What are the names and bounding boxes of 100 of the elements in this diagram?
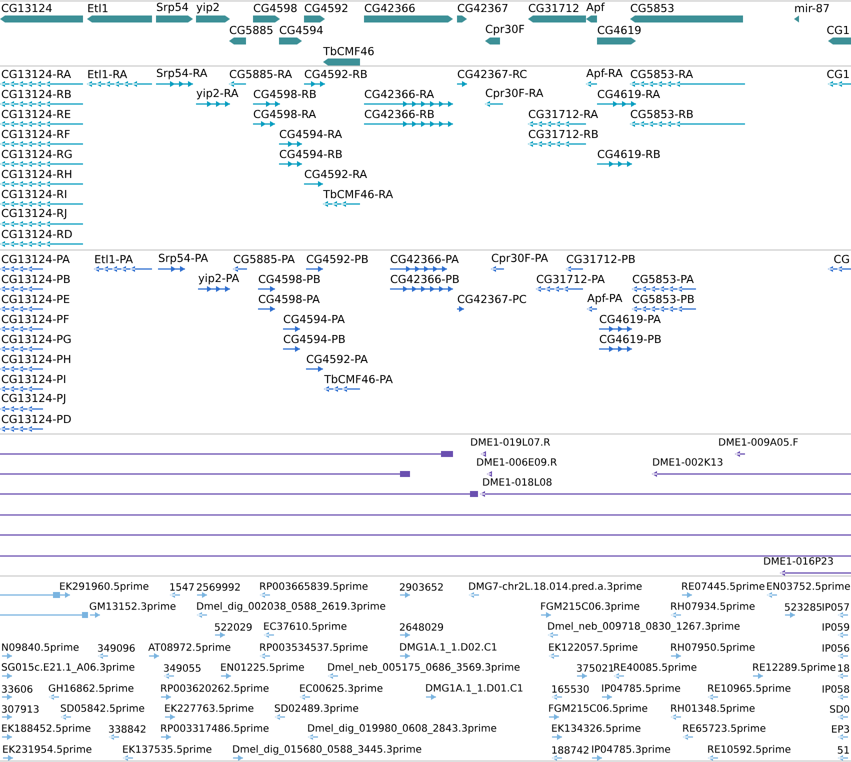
feature-label: 522029 [214,623,252,631]
feature-label: CG4594 [280,26,323,34]
feature-label: EK122057.5prime [549,643,638,653]
feature-label: Srp54-PA [158,254,208,264]
feature-label: DMG7-chr2L.18.014.pred.a.3prime [469,582,642,592]
feature-label: CG5853-PA [632,274,694,284]
feature-label: EN01225.5prime [221,663,304,673]
feature-label: CG13124-PG [2,334,71,344]
feature-label: CG13124-RA [2,70,71,78]
feature-label: CG13124-PH [2,354,70,364]
feature-label: DME1-019L07.R [471,438,550,446]
feature-label: CG42367-RC [458,70,527,78]
feature-label: EK134326.5prime [552,724,640,734]
feature-label: CG13124-RJ [2,208,66,220]
feature-label: SG015c.E21.1_A06.3prime [2,663,134,673]
feature-label: CG4598-PB [258,274,320,284]
feature-label: Dmel_neb_005175_0686_3569.3prime [328,663,520,673]
feature-label: CG4598 [254,4,297,12]
feature-label: CG42367-PC [458,294,526,304]
feature-label: RH07934.5prime [671,602,755,612]
feature-label: RE40085.5prime [614,663,696,673]
feature-label: AT08972.5prime [148,643,230,653]
feature-label: 2903652 [400,583,443,591]
feature-label: 307913 [2,705,39,713]
feature-label: CG4594-PA [284,314,345,324]
feature-label: DME1-018L08 [483,478,552,486]
feature-label: CG4619-RB [598,150,660,158]
feature-label: mir-87 [795,4,829,12]
feature-label: 375021 [576,664,614,672]
feature-label: EK188452.5prime [2,724,90,734]
feature-label: IP056 [822,644,850,652]
feature-label: 349055 [164,664,200,672]
feature-label: DMG1A.1_1.D01.C1 [426,684,522,694]
feature-label: RP003665839.5prime [260,582,368,592]
feature-label: CG13124-PA [2,254,70,264]
feature-label: CG13124-PJ [2,394,66,404]
feature-label: CG13124-PF [2,314,69,324]
feature-label: CG31712-PB [566,254,635,264]
feature-label: Etl1-PA [95,254,133,264]
feature-label: RE07445.5prime [682,582,764,592]
feature-label: Apf [586,2,605,14]
feature-label: CG5853-PB [632,294,694,304]
feature-label: CG42366-PB [390,274,459,284]
feature-label: CG13124-RD [2,230,72,238]
feature-label: CG13124-PE [2,294,70,304]
feature-label: CG4598-RA [254,110,316,118]
feature-label: RP003620262.5prime [161,684,269,694]
feature-label: 51 [838,746,849,754]
feature-label: CG13124-PI [2,374,66,384]
feature-label: EC37610.5prime [264,622,346,632]
feature-label: CG4592-RB [304,70,367,78]
feature-label: EK231954.5prime [3,745,92,755]
feature-label: SD0 [830,705,850,713]
feature-label: CG13124-RF [2,130,70,138]
feature-label: SD05842.5prime [60,704,144,714]
feature-label: CG31712-PA [536,274,605,284]
feature-label: CG13124-RG [2,150,72,158]
feature-label: CG13124-RE [2,110,70,118]
feature-label: CG4592-PA [306,354,368,364]
feature-label: CG4594-RA [280,130,342,138]
feature-label: Apf-PA [587,294,622,304]
feature-label: Dmel_dig_002038_0588_2619.3prime [197,602,386,612]
feature-label: CG5885 [230,26,272,34]
feature-label: Dmel_dig_015680_0588_3445.3prime [233,745,422,755]
feature-label: IP059 [822,623,850,631]
feature-label: RE65723.5prime [683,724,766,734]
feature-label: CG4598-RB [254,90,316,98]
feature-label: CG5853-RA [630,70,693,78]
feature-label: GM13152.3prime [90,602,176,612]
feature-label: Cpr30F [486,24,524,36]
feature-label: DME1-002K13 [653,458,722,466]
feature-label: CG13124-PB [2,274,70,284]
feature-label: RH01348.5prime [671,704,755,714]
feature-label: CG42366-RB [364,110,434,118]
feature-label: Apf-RA [586,68,623,80]
feature-label: DMG1A.1_1.D02.C1 [400,643,496,653]
feature-label: CG42366-PA [390,254,459,264]
feature-label: CG4619-RA [598,90,660,98]
feature-label: 349096 [98,644,135,652]
feature-label: DME1-006E09.R [477,458,557,466]
feature-label: EK291960.5prime [60,582,148,592]
feature-label: FGM215C06.5prime [549,704,648,714]
feature-label: Etl1 [88,4,108,12]
feature-label: CG4592 [304,4,348,12]
feature-label: RE12289.5prime [753,663,836,673]
feature-label: EC00625.3prime [300,684,382,694]
feature-label: CG4619-PA [600,314,661,324]
feature-label: Cpr30F-RA [486,88,544,100]
feature-label: RP003534537.5prime [260,643,368,653]
feature-label: CG4619 [598,26,641,34]
feature-label: DME1-016P23 [764,557,833,565]
feature-label: CG42366 [364,4,415,12]
feature-label: RP003317486.5prime [161,724,269,734]
feature-label: yip2-RA [196,88,238,100]
feature-label: CG13124-PD [2,414,71,424]
feature-label: EK137535.5prime [123,745,212,755]
feature-label: CG1 [827,26,849,34]
feature-label: 2569992 [196,583,240,591]
feature-label: RH07950.5prime [671,643,755,653]
feature-label: IP057 [822,603,849,611]
